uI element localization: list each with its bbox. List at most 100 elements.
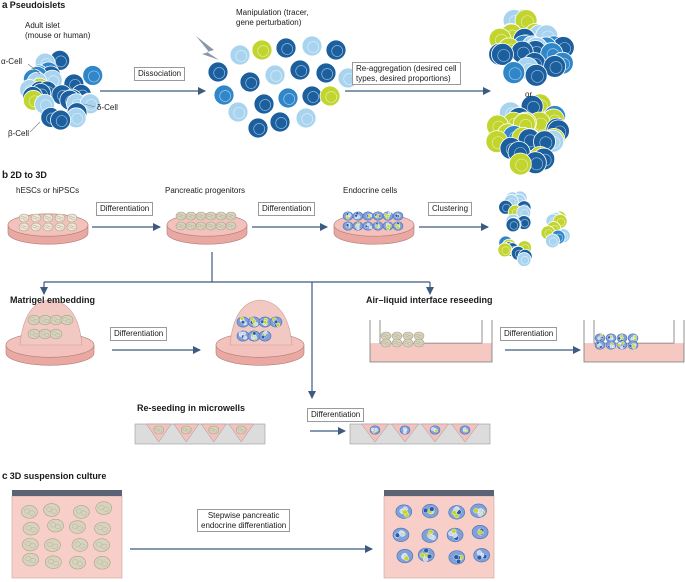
endocrine-cluster: [616, 340, 628, 350]
progenitor-aggregate: [205, 221, 217, 231]
beta-cell: [253, 93, 275, 115]
cluster-cell: [240, 316, 245, 321]
delta-cell: [319, 85, 341, 107]
aggregate-cell: [407, 342, 412, 346]
beta-cell-label: β-Cell: [8, 129, 30, 138]
cell-nucleus: [508, 67, 522, 81]
aggregate-cell: [33, 332, 39, 337]
endocrine-cluster: [417, 547, 435, 562]
cluster-cell: [428, 533, 434, 540]
progenitor-aggregate: [71, 538, 89, 552]
progenitor-aggregate: [66, 222, 78, 232]
cell-body: [207, 61, 229, 83]
cell-nucleus: [88, 70, 100, 83]
aggregate-cell: [418, 335, 423, 339]
arrows: [40, 87, 581, 553]
alpha-cell: [545, 233, 560, 249]
panel-b-heading: b 2D to 3D: [2, 170, 47, 180]
endocrine-cluster: [352, 211, 364, 221]
cluster-cell: [367, 214, 372, 219]
aggregate-cell: [210, 215, 215, 219]
endocrine-cluster: [236, 316, 250, 328]
islet-label: Adult islet (mouse or human): [25, 21, 91, 40]
cell-nucleus: [549, 237, 558, 246]
progenitor-aggregate: [45, 555, 62, 569]
cell-nucleus: [307, 91, 320, 103]
aggregate-cell: [230, 215, 235, 219]
aggregate-cell: [190, 215, 195, 219]
cluster-cell: [476, 550, 483, 556]
well-wall: [583, 320, 685, 363]
cluster-cell: [599, 333, 604, 338]
aggregate-cell: [54, 524, 61, 530]
progenitor-aggregate: [185, 211, 197, 221]
aggregate-cell: [101, 543, 108, 549]
cell-nucleus: [497, 49, 511, 62]
cluster-cell: [423, 507, 429, 514]
cell-nucleus: [213, 67, 226, 79]
alpha-cell-label: α-Cell: [1, 57, 23, 66]
endocrine-cluster: [605, 340, 617, 350]
cell-body: [319, 85, 341, 107]
cluster-cell: [597, 336, 601, 340]
microwell-plate-1: [134, 423, 266, 445]
cell-nucleus: [301, 113, 314, 125]
cell-body: [277, 87, 299, 109]
cell-nucleus: [233, 107, 246, 119]
endocrine-cluster: [392, 211, 404, 221]
endocrine-cluster: [473, 548, 490, 563]
aggregate-cell: [158, 429, 163, 433]
beta-cell: [301, 85, 323, 107]
aggregate-cell: [213, 429, 218, 433]
endocrine-cluster: [471, 524, 489, 540]
cluster-cell: [402, 427, 407, 431]
aggregate-cell: [220, 225, 225, 229]
aggregate-cell: [33, 318, 39, 323]
beta-cell: [289, 59, 311, 81]
stepwise-box: Stepwise pancreatic endocrine differenti…: [197, 509, 291, 532]
endocrine-cluster: [429, 425, 441, 435]
progenitor-aggregate: [49, 314, 63, 326]
cluster-cell: [423, 547, 429, 554]
progenitor-aggregate: [47, 518, 64, 533]
endocrine-cluster: [382, 211, 394, 221]
cell-body: [227, 101, 249, 123]
cell-nucleus: [556, 217, 566, 227]
cell-nucleus: [245, 77, 258, 89]
cluster-cell: [609, 344, 613, 348]
cell-nucleus: [257, 45, 270, 57]
cluster-cell: [243, 335, 248, 340]
progenitor-aggregate: [66, 213, 78, 223]
aggregate-cell: [55, 332, 61, 337]
aggregate-cell: [66, 318, 72, 323]
cluster-cell: [419, 552, 425, 558]
well-wall: [369, 320, 493, 363]
cluster-cell: [453, 554, 459, 560]
endocrine-cluster: [396, 548, 414, 564]
cell-nucleus: [331, 45, 344, 57]
progenitor-aggregate: [391, 338, 403, 348]
cluster-cell: [252, 334, 257, 339]
cell-body: [247, 117, 269, 139]
cluster-cell: [632, 344, 636, 348]
cell-nucleus: [501, 246, 510, 255]
alpha-cell: [227, 101, 249, 123]
cluster-cell: [462, 427, 467, 431]
aggregate-cell: [80, 510, 87, 516]
differentiation-box-4: Differentiation: [500, 327, 558, 341]
aggregate-cell: [29, 543, 36, 549]
aggregate-cell: [190, 225, 195, 229]
endocrine-cluster: [448, 550, 466, 565]
cell-body: [251, 39, 273, 61]
endocrine-cluster: [362, 221, 374, 231]
progenitor-aggregate: [27, 314, 41, 326]
cell-body: [275, 37, 297, 59]
endocrine-cluster: [247, 330, 261, 342]
aggregate-cell: [44, 332, 50, 337]
cluster-cell: [402, 509, 408, 515]
alpha-cell: [264, 64, 286, 86]
cluster-cell: [263, 320, 268, 325]
cell-nucleus: [283, 93, 296, 105]
cell-body: [50, 109, 71, 131]
cluster-cell: [451, 510, 457, 516]
